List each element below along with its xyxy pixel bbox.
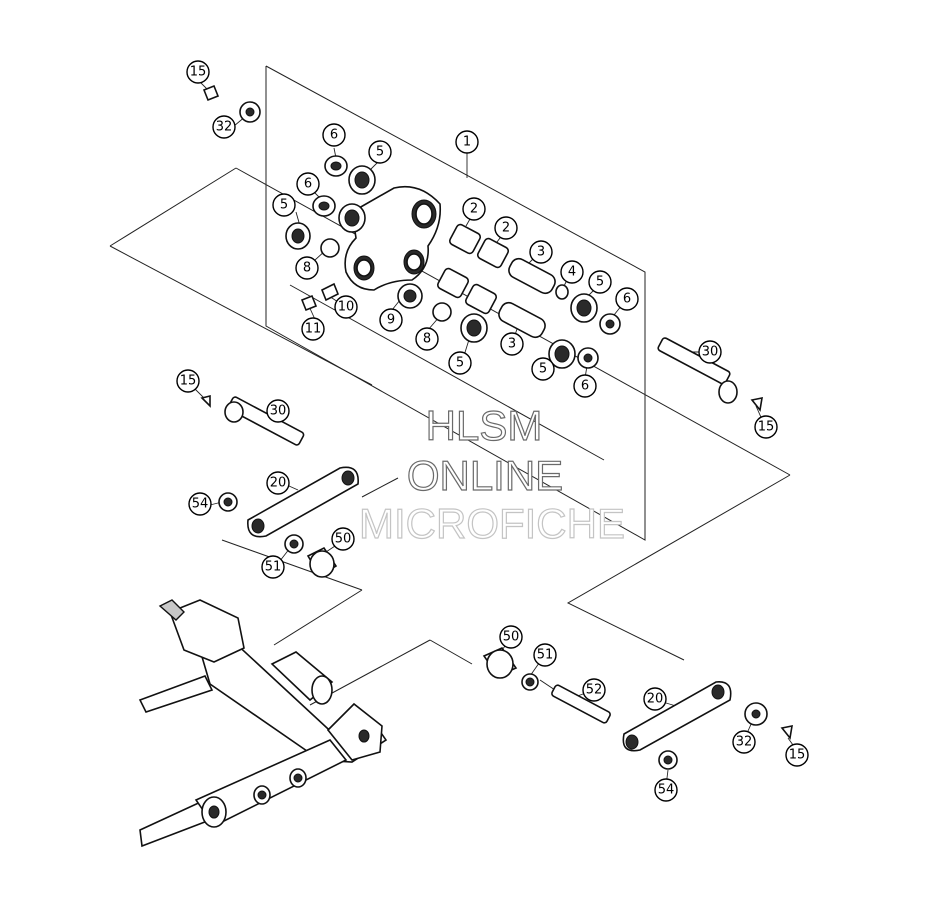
svg-text:2: 2 <box>470 202 478 217</box>
watermark-line-3: MICROFICHE <box>359 500 625 547</box>
pull-rod-bearings <box>284 534 539 691</box>
svg-text:5: 5 <box>539 362 547 377</box>
svg-text:3: 3 <box>508 337 516 352</box>
callout-30: 30 <box>266 399 290 423</box>
callout-6: 6 <box>296 172 320 196</box>
svg-text:6: 6 <box>623 292 631 307</box>
callout-6: 6 <box>615 287 639 311</box>
callout-5: 5 <box>531 357 555 381</box>
callout-10: 10 <box>334 295 358 319</box>
svg-text:32: 32 <box>216 120 233 135</box>
callout-52: 52 <box>582 678 606 702</box>
svg-text:5: 5 <box>280 198 288 213</box>
callout-50: 50 <box>499 625 523 649</box>
callout-15: 15 <box>186 60 210 84</box>
svg-text:5: 5 <box>376 145 384 160</box>
watermark: HLSM ONLINE MICROFICHE <box>358 401 625 547</box>
svg-text:32: 32 <box>736 735 753 750</box>
seals-and-washers <box>285 155 621 369</box>
callout-3: 3 <box>500 332 524 356</box>
callout-1: 1 <box>455 130 479 154</box>
callout-20: 20 <box>266 471 290 495</box>
svg-text:51: 51 <box>537 648 554 663</box>
svg-text:54: 54 <box>192 497 209 512</box>
svg-text:5: 5 <box>456 356 464 371</box>
callout-15: 15 <box>785 743 809 767</box>
callout-51: 51 <box>533 643 557 667</box>
callout-5: 5 <box>448 351 472 375</box>
callout-32: 32 <box>212 115 236 139</box>
svg-text:1: 1 <box>463 135 471 150</box>
callout-8: 8 <box>295 256 319 280</box>
callout-15: 15 <box>176 369 200 393</box>
callout-11: 11 <box>301 317 325 341</box>
svg-text:11: 11 <box>305 322 322 337</box>
svg-text:4: 4 <box>568 265 576 280</box>
rocker-bearings <box>436 223 569 339</box>
rocker-link <box>344 185 442 291</box>
svg-text:9: 9 <box>387 313 395 328</box>
svg-text:6: 6 <box>581 379 589 394</box>
callout-9: 9 <box>379 308 403 332</box>
svg-text:15: 15 <box>758 420 775 435</box>
bolts-and-nuts <box>200 84 793 770</box>
callout-32: 32 <box>732 730 756 754</box>
svg-text:5: 5 <box>596 275 604 290</box>
svg-text:54: 54 <box>658 783 675 798</box>
svg-text:10: 10 <box>338 300 355 315</box>
callout-2: 2 <box>494 216 518 240</box>
svg-text:30: 30 <box>702 345 719 360</box>
svg-text:8: 8 <box>423 332 431 347</box>
callout-2: 2 <box>462 197 486 221</box>
svg-text:50: 50 <box>335 532 352 547</box>
callout-4: 4 <box>560 260 584 284</box>
pull-rods <box>247 466 732 752</box>
callout-6: 6 <box>322 123 346 147</box>
callout-5: 5 <box>272 193 296 217</box>
callout-30: 30 <box>698 340 722 364</box>
callout-20: 20 <box>643 687 667 711</box>
callout-5: 5 <box>368 140 392 164</box>
callout-54: 54 <box>654 778 678 802</box>
callout-54: 54 <box>188 492 212 516</box>
callout-6: 6 <box>573 374 597 398</box>
callout-51: 51 <box>261 555 285 579</box>
svg-text:52: 52 <box>586 683 603 698</box>
watermark-line-2: ONLINE <box>407 452 563 499</box>
svg-text:6: 6 <box>330 128 338 143</box>
callout-3: 3 <box>529 240 553 264</box>
svg-text:30: 30 <box>270 404 287 419</box>
callout-8: 8 <box>415 327 439 351</box>
svg-text:3: 3 <box>537 245 545 260</box>
svg-text:15: 15 <box>789 748 806 763</box>
svg-text:6: 6 <box>304 177 312 192</box>
svg-text:20: 20 <box>647 692 664 707</box>
callout-15: 15 <box>754 415 778 439</box>
callout-5: 5 <box>588 270 612 294</box>
svg-text:2: 2 <box>502 221 510 236</box>
svg-text:8: 8 <box>303 261 311 276</box>
svg-text:50: 50 <box>503 630 520 645</box>
svg-text:15: 15 <box>190 65 207 80</box>
svg-text:51: 51 <box>265 560 282 575</box>
svg-text:15: 15 <box>180 374 197 389</box>
callout-50: 50 <box>331 527 355 551</box>
callouts: 1 2 2 3 3 4 5 5 5 5 5 5 6 6 6 6 8 8 9 10… <box>176 60 809 802</box>
svg-text:20: 20 <box>270 476 287 491</box>
swingarm <box>138 599 388 848</box>
watermark-line-1: HLSM <box>426 402 543 449</box>
